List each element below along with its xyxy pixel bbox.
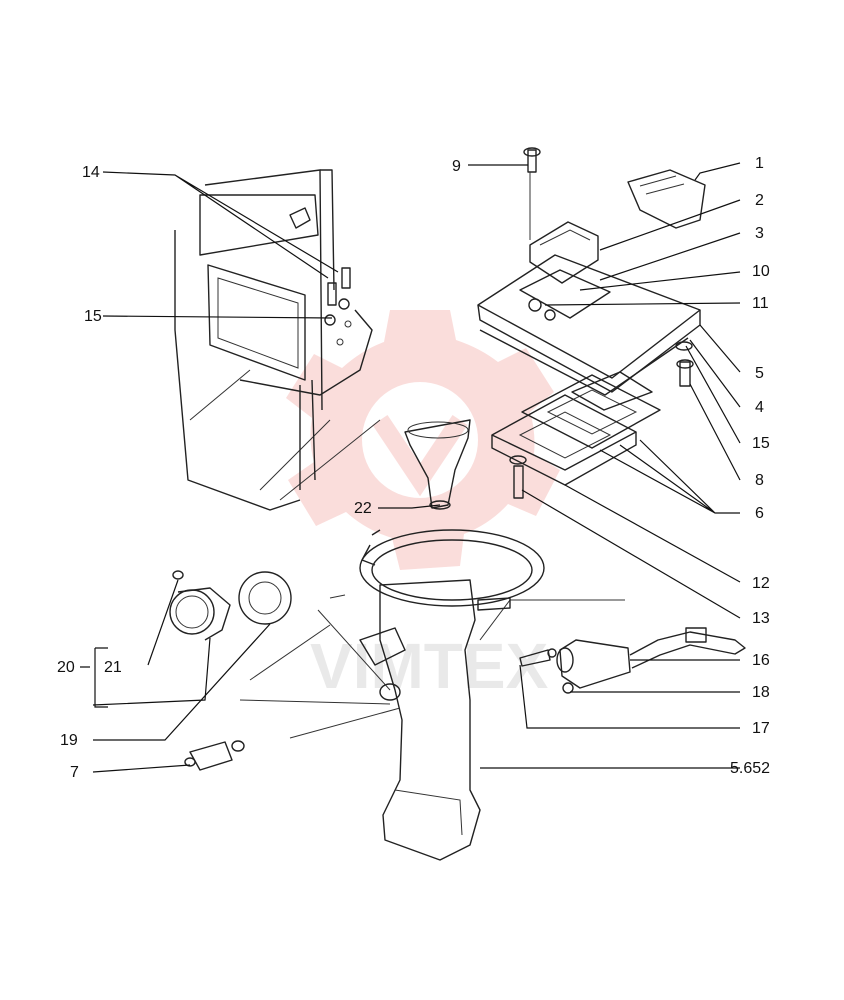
callout-13: 13 (752, 610, 770, 627)
shift-boot-drawing (404, 419, 471, 510)
cab-interior-drawing (174, 169, 381, 511)
callout-21: 21 (104, 659, 122, 676)
callout-5: 5 (755, 365, 764, 382)
callout-10: 10 (752, 263, 770, 280)
callout-17: 17 (752, 720, 770, 737)
steering-column-drawing (239, 529, 625, 861)
callout-18: 18 (752, 684, 770, 701)
watermark-text: VIMTEX (310, 630, 549, 702)
leader-lines (80, 162, 741, 773)
callout-15-right: 15 (752, 435, 770, 452)
small-parts-drawing (169, 570, 292, 771)
callout-22: 22 (354, 500, 372, 517)
callout-16: 16 (752, 652, 770, 669)
callout-15-left: 15 (84, 308, 102, 325)
callout-14: 14 (82, 164, 100, 181)
console-plate-drawing (477, 147, 706, 499)
callout-1: 1 (755, 155, 764, 172)
callout-4: 4 (755, 399, 764, 416)
callout-8: 8 (755, 472, 764, 489)
callout-6: 6 (755, 505, 764, 522)
callout-labels: 1 2 3 10 11 5 4 15 8 6 12 13 16 18 17 5.… (57, 155, 770, 781)
callout-5652: 5.652 (730, 760, 770, 777)
switch-lever-drawing (519, 627, 746, 694)
callout-2: 2 (755, 192, 764, 209)
callout-3: 3 (755, 225, 764, 242)
callout-20: 20 (57, 659, 75, 676)
callout-19: 19 (60, 732, 78, 749)
callout-12: 12 (752, 575, 770, 592)
callout-11: 11 (752, 295, 769, 312)
callout-7: 7 (70, 764, 79, 781)
callout-9: 9 (452, 158, 461, 175)
watermark-logo: VIMTEX (286, 310, 560, 702)
